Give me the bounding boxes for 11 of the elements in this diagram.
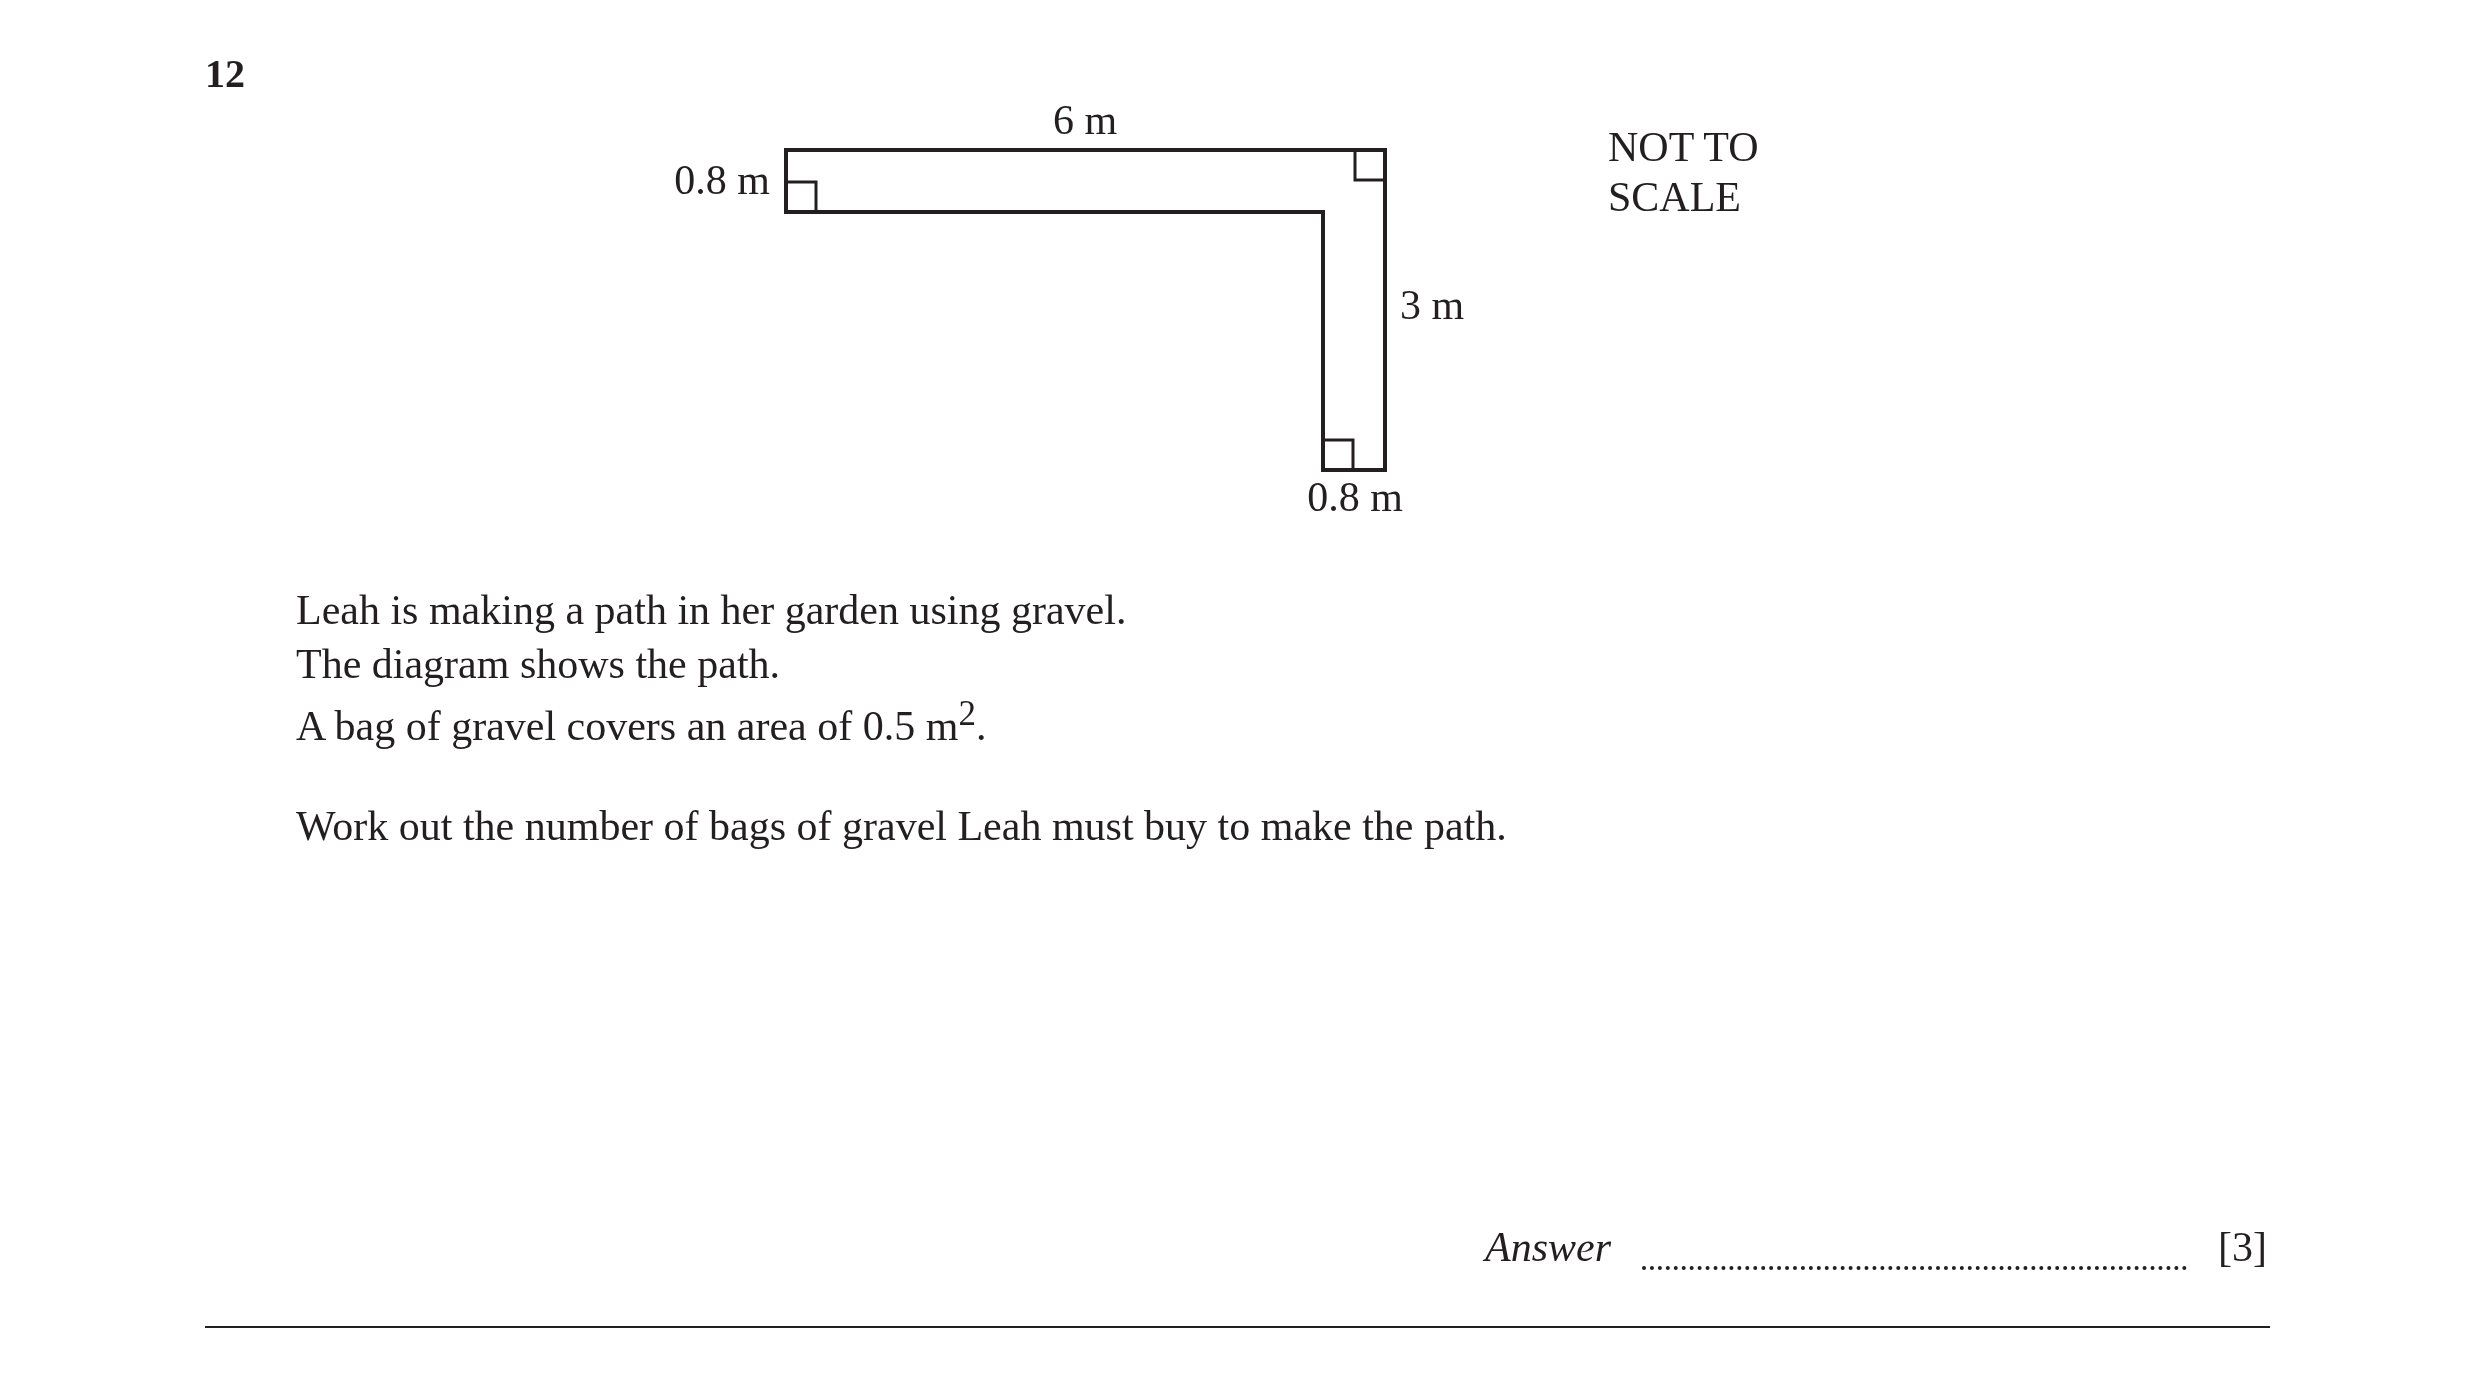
dimension-label: 0.8 m xyxy=(674,156,770,205)
dimension-label: 3 m xyxy=(1400,281,1465,330)
question-number: 12 xyxy=(205,50,245,98)
marks-label: [3] xyxy=(2218,1223,2267,1272)
question-text: A bag of gravel covers an area of 0.5 m$^{2}$. xyxy=(296,693,987,751)
dimension-label: 0.8 m xyxy=(1307,473,1403,522)
question-text: Work out the number of bags of gravel Leah must buy to make the path. xyxy=(296,802,1507,851)
dimension-label: 6 m xyxy=(1052,96,1118,145)
question-text: The diagram shows the path. xyxy=(296,640,781,689)
scale-note: NOT TO SCALE xyxy=(1608,123,1760,223)
question-text: Leah is making a path in her garden using gravel. xyxy=(296,586,1127,635)
